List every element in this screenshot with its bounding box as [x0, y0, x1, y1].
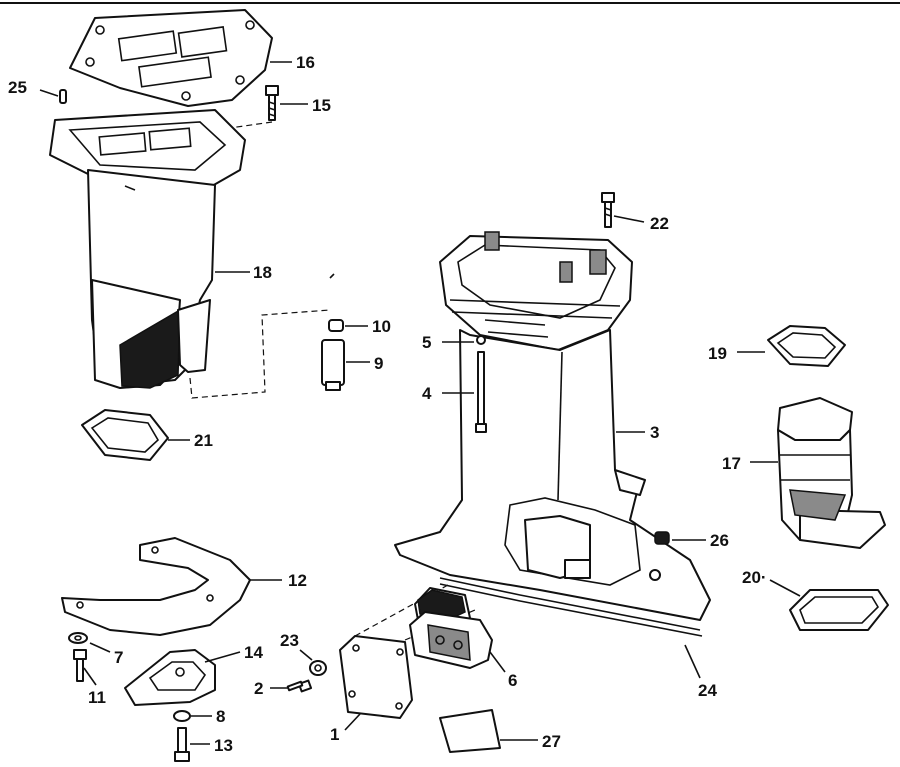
- callout-10: 10: [372, 317, 391, 336]
- part-17-exhaust-tube: [777, 397, 886, 549]
- callout-23: 23: [280, 631, 299, 650]
- part-5-washer: [476, 335, 486, 345]
- part-25-dowel-pin: [59, 89, 67, 104]
- part-19-gasket: [767, 325, 846, 367]
- part-7-washer: [68, 632, 88, 644]
- callout-1: 1: [330, 725, 339, 744]
- part-20-gasket: [789, 589, 889, 631]
- part-12-anti-ventilation-plate: [61, 537, 251, 636]
- callout-11: 11: [88, 688, 106, 707]
- part-24-seal-strip: [439, 577, 703, 637]
- callout-22: 22: [650, 214, 669, 233]
- callout-17: 17: [722, 454, 741, 473]
- part-16-gasket: [69, 9, 273, 107]
- part-9-water-tube: [321, 339, 345, 391]
- callout-12: 12: [288, 571, 307, 590]
- callout-6: 6: [508, 671, 517, 690]
- callout-20: 20·: [742, 568, 767, 587]
- callout-5: 5: [422, 333, 431, 352]
- callout-25: 25: [8, 78, 27, 97]
- part-18-exhaust-housing: [49, 109, 246, 389]
- part-15-bolt: [265, 85, 279, 121]
- callout-15: 15: [312, 96, 331, 115]
- callout-3: 3: [650, 423, 659, 442]
- callout-13: 13: [214, 736, 233, 755]
- part-11-bolt: [73, 649, 87, 682]
- part-1-cover-plate: [339, 635, 413, 719]
- callout-7: 7: [114, 648, 123, 667]
- callout-14: 14: [244, 643, 263, 662]
- part-8-nut: [173, 710, 191, 722]
- callout-4: 4: [422, 384, 432, 403]
- part-27-pad: [439, 709, 501, 753]
- part-22-bolt: [601, 192, 615, 228]
- part-21-gasket: [81, 409, 169, 461]
- part-6-mount: [409, 587, 493, 669]
- part-23-washer: [309, 660, 327, 676]
- callout-27: 27: [542, 732, 561, 751]
- callout-18: 18: [253, 263, 272, 282]
- callout-26: 26: [710, 531, 729, 550]
- callout-24: 24: [698, 681, 717, 700]
- callout-8: 8: [216, 707, 225, 726]
- part-14-bracket: [124, 649, 216, 706]
- callout-16: 16: [296, 53, 315, 72]
- part-13-bolt: [174, 727, 190, 762]
- part-2-screw: [286, 679, 313, 693]
- part-3-driveshaft-housing: [394, 231, 711, 621]
- part-4-stud: [475, 351, 487, 433]
- callout-2: 2: [254, 679, 263, 698]
- callout-9: 9: [374, 354, 383, 373]
- callout-21: 21: [194, 431, 213, 450]
- callout-19: 19: [708, 344, 727, 363]
- part-26-plug: [654, 531, 670, 545]
- part-10-grommet: [328, 319, 344, 332]
